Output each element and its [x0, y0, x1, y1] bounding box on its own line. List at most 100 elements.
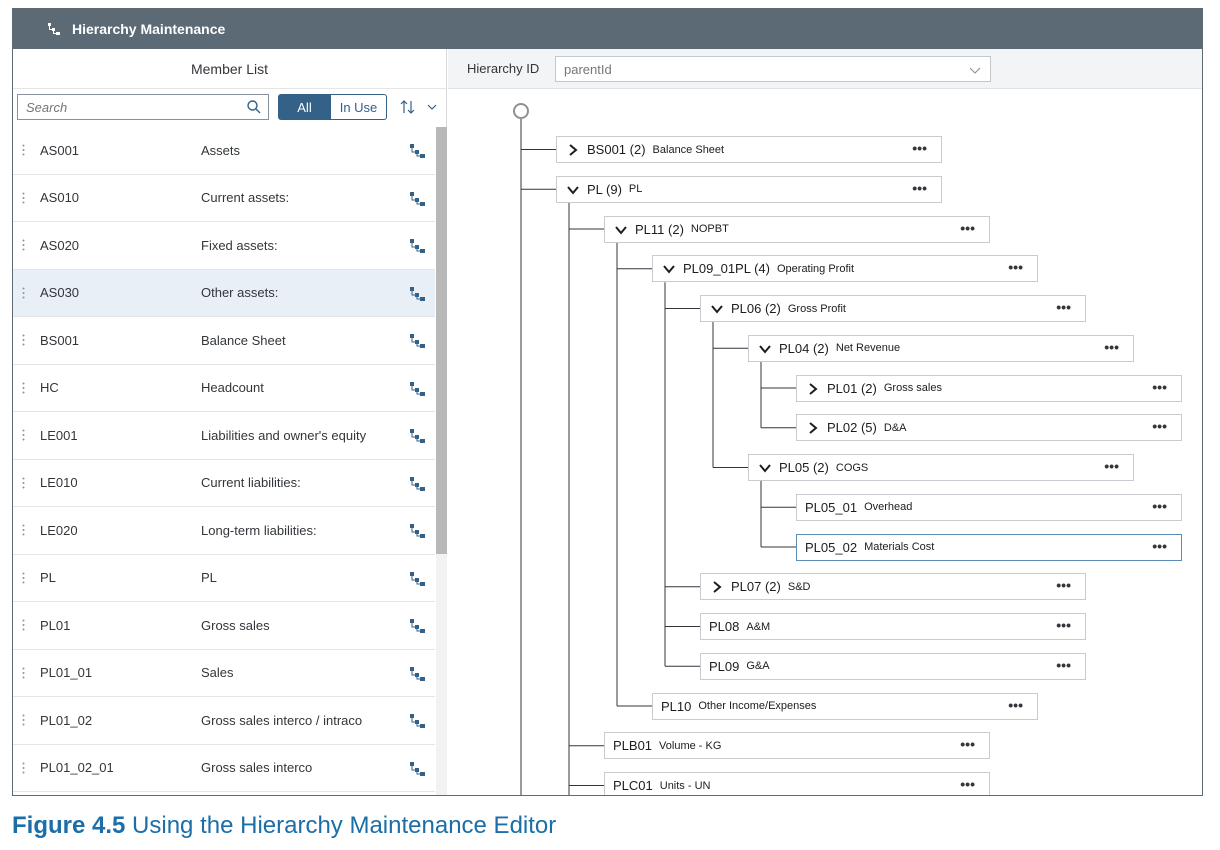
tree-node[interactable]: PL06 (2)Gross Profit••• [700, 295, 1086, 322]
tree-node[interactable]: PL04 (2)Net Revenue••• [748, 334, 1134, 362]
sort-button[interactable] [399, 95, 443, 119]
member-list-scrollbar[interactable] [436, 127, 447, 795]
chevron-right-icon[interactable] [806, 421, 820, 435]
more-options-icon[interactable]: ••• [912, 179, 927, 196]
chevron-right-icon[interactable] [566, 143, 580, 157]
add-to-hierarchy-icon[interactable] [408, 190, 426, 208]
add-to-hierarchy-icon[interactable] [408, 427, 426, 445]
tree-root-node[interactable] [513, 103, 529, 119]
drag-handle-icon[interactable] [22, 192, 25, 204]
tree-node[interactable]: PL (9)PL••• [556, 175, 942, 203]
drag-handle-icon[interactable] [22, 667, 25, 679]
chevron-right-icon[interactable] [806, 382, 820, 396]
chevron-down-icon[interactable] [710, 302, 724, 316]
drag-handle-icon[interactable] [22, 287, 25, 299]
hierarchy-icon [48, 23, 60, 35]
more-options-icon[interactable]: ••• [1056, 656, 1071, 673]
more-options-icon[interactable]: ••• [1104, 338, 1119, 355]
drag-handle-icon[interactable] [22, 382, 25, 394]
more-options-icon[interactable]: ••• [912, 140, 927, 156]
more-options-icon[interactable]: ••• [1152, 537, 1167, 554]
more-options-icon[interactable]: ••• [1008, 696, 1023, 713]
tree-node[interactable]: BS001 (2)Balance Sheet••• [556, 136, 942, 163]
drag-handle-icon[interactable] [22, 762, 25, 774]
drag-handle-icon[interactable] [22, 714, 25, 726]
add-to-hierarchy-icon[interactable] [408, 475, 426, 493]
more-options-icon[interactable]: ••• [1056, 617, 1071, 633]
tree-node[interactable]: PL09_01PL (4)Operating Profit••• [652, 255, 1038, 283]
add-to-hierarchy-icon[interactable] [408, 380, 426, 398]
chevron-down-icon[interactable] [758, 461, 772, 475]
chevron-down-icon[interactable] [566, 183, 580, 197]
tree-node[interactable]: PL02 (5)D&A••• [796, 414, 1182, 442]
more-options-icon[interactable]: ••• [960, 776, 975, 792]
drag-handle-icon[interactable] [22, 144, 25, 156]
add-to-hierarchy-icon[interactable] [408, 332, 426, 350]
chevron-down-icon[interactable] [758, 342, 772, 356]
tree-node[interactable]: PL11 (2)NOPBT••• [604, 215, 990, 243]
scrollbar-thumb[interactable] [436, 127, 447, 554]
more-options-icon[interactable]: ••• [1152, 378, 1167, 395]
search-icon[interactable] [246, 99, 262, 115]
add-to-hierarchy-icon[interactable] [408, 617, 426, 635]
chevron-down-icon[interactable] [614, 223, 628, 237]
more-options-icon[interactable]: ••• [1008, 259, 1023, 276]
tree-node[interactable]: PL07 (2)S&D••• [700, 573, 1086, 601]
hierarchy-header: Hierarchy ID parentId [448, 49, 1202, 89]
filter-in-use-button[interactable]: In Use [331, 94, 387, 120]
chevron-right-icon[interactable] [710, 580, 724, 594]
add-to-hierarchy-icon[interactable] [408, 665, 426, 683]
chevron-down-icon[interactable] [662, 262, 676, 276]
add-to-hierarchy-icon[interactable] [408, 237, 426, 255]
more-options-icon[interactable]: ••• [960, 219, 975, 236]
search-input[interactable] [18, 95, 238, 119]
more-options-icon[interactable]: ••• [1056, 299, 1071, 315]
add-to-hierarchy-icon[interactable] [408, 712, 426, 730]
more-options-icon[interactable]: ••• [960, 736, 975, 753]
add-to-hierarchy-icon[interactable] [408, 570, 426, 588]
add-to-hierarchy-icon[interactable] [408, 522, 426, 540]
drag-handle-icon[interactable] [22, 524, 25, 536]
add-to-hierarchy-icon[interactable] [408, 285, 426, 303]
node-description: D&A [883, 421, 907, 434]
tree-node[interactable]: PL01 (2)Gross sales••• [796, 374, 1182, 402]
add-to-hierarchy-icon[interactable] [408, 760, 426, 778]
tree-node[interactable]: PL05 (2)COGS••• [748, 454, 1134, 481]
more-options-icon[interactable]: ••• [1152, 497, 1167, 514]
node-description: Gross Profit [787, 302, 846, 315]
member-id: LE001 [40, 427, 78, 443]
drag-handle-icon[interactable] [22, 429, 25, 441]
more-options-icon[interactable]: ••• [1056, 577, 1071, 594]
more-options-icon[interactable]: ••• [1152, 418, 1167, 435]
add-to-hierarchy-icon[interactable] [408, 142, 426, 160]
filter-all-button[interactable]: All [278, 94, 331, 120]
hierarchy-id-select[interactable]: parentId [555, 56, 991, 82]
drag-handle-icon[interactable] [22, 334, 25, 346]
drag-handle-icon[interactable] [22, 239, 25, 251]
drag-handle-icon[interactable] [22, 477, 25, 489]
drag-handle-icon[interactable] [22, 572, 25, 584]
drag-handle-icon[interactable] [22, 619, 25, 631]
more-options-icon[interactable]: ••• [1104, 458, 1119, 474]
